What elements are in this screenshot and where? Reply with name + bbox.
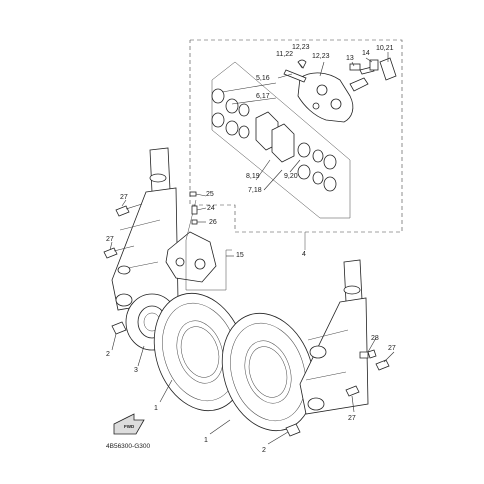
left-brake-caliper (165, 199, 232, 291)
callout-labels: 11,22 12,23 12,23 13 14 10,21 5,16 6,17 … (106, 44, 396, 454)
callout-28: 28 (371, 335, 379, 342)
callout-4: 4 (302, 251, 306, 258)
callout-27-c: 27 (388, 345, 396, 352)
fwd-label: FWD (124, 424, 135, 429)
right-disc-bolt (285, 423, 301, 437)
piston-seal-cluster-right (297, 142, 337, 192)
callout-11-22: 11,22 (276, 51, 293, 58)
right-fork-bolts (345, 349, 390, 397)
bleed-screw (349, 57, 397, 81)
callout-27-b: 27 (106, 236, 114, 243)
diagram-code: 4B56300-G300 (106, 443, 150, 450)
callout-9-20: 9,20 (284, 173, 298, 180)
leader-lines (109, 52, 395, 445)
callout-14: 14 (362, 50, 370, 57)
callout-12-23-b: 12,23 (312, 53, 330, 60)
callout-7-18: 7,18 (248, 187, 262, 194)
left-fork-bolts (103, 203, 143, 259)
callout-5-16: 5,16 (256, 75, 270, 82)
callout-25: 25 (206, 191, 214, 198)
callout-2-b: 2 (262, 447, 266, 454)
caliper-assembly-dashed-frame (189, 39, 403, 233)
callout-6-17: 6,17 (256, 93, 270, 100)
callout-2-a: 2 (106, 351, 110, 358)
left-front-fork (111, 147, 179, 311)
callout-12-23-a: 12,23 (292, 44, 310, 51)
callout-1-b: 1 (204, 437, 208, 444)
callout-13: 13 (346, 55, 354, 62)
callout-8-19: 8,19 (246, 173, 260, 180)
callout-10-21: 10,21 (376, 45, 394, 52)
left-disc-bolt (111, 321, 127, 335)
caliper-body (297, 66, 375, 123)
left-brake-disc (153, 292, 247, 412)
callout-26: 26 (209, 219, 217, 226)
right-front-fork (299, 259, 369, 415)
callout-27-d: 27 (348, 415, 356, 422)
piston-seal-cluster-left (211, 88, 250, 139)
callout-24: 24 (207, 205, 215, 212)
callout-3: 3 (134, 367, 138, 374)
callout-15: 15 (236, 252, 244, 259)
pad-pin-clip (283, 59, 307, 83)
callout-27-a: 27 (120, 194, 128, 201)
brake-pads (255, 111, 295, 163)
caliper-inner-guide-box (211, 61, 351, 219)
fwd-arrow-badge: FWD (113, 413, 145, 435)
callout-1-a: 1 (154, 405, 158, 412)
